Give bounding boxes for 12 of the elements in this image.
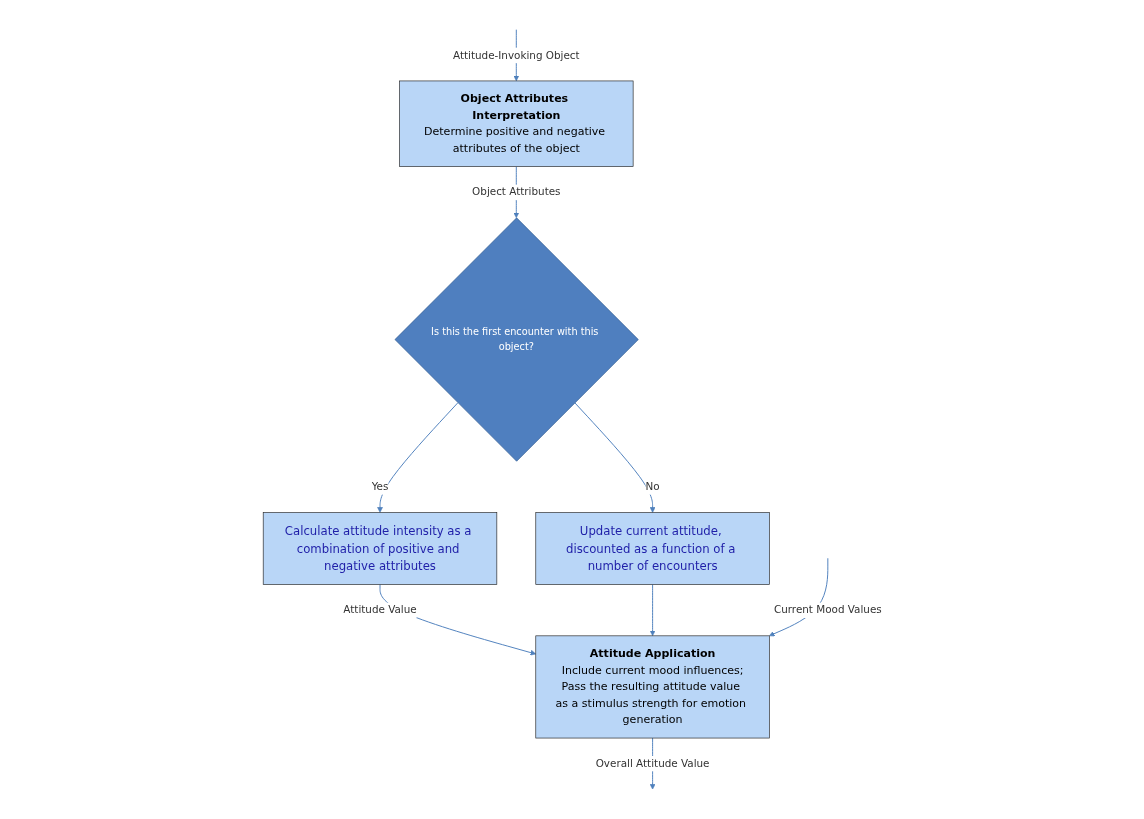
edge-label: Attitude-Invoking Object <box>452 48 580 62</box>
edge-label: Object Attributes <box>471 185 561 199</box>
edge-label: No <box>645 480 660 493</box>
node-box: Object Attributes Interpretation Determine positive and negative attributes of the object <box>398 80 633 167</box>
edge-label: Overall Attitude Value <box>595 757 710 770</box>
edge-label: Attitude Value <box>342 603 417 617</box>
edge-label: Current Mood Values <box>773 603 882 617</box>
node-diamond: Is this the first encounter with this object? <box>394 217 639 462</box>
edge-label: Yes <box>371 480 388 493</box>
node-box: Update current attitude, discounted as a function of a number of encounters <box>535 512 770 585</box>
node-box: Attitude Application Include current mood influences; Pass the resulting attitude value as a stimulus strength for emotion generation <box>535 635 770 739</box>
node-box: Calculate attitude intensity as a combination of positive and negative attributes <box>262 512 497 585</box>
